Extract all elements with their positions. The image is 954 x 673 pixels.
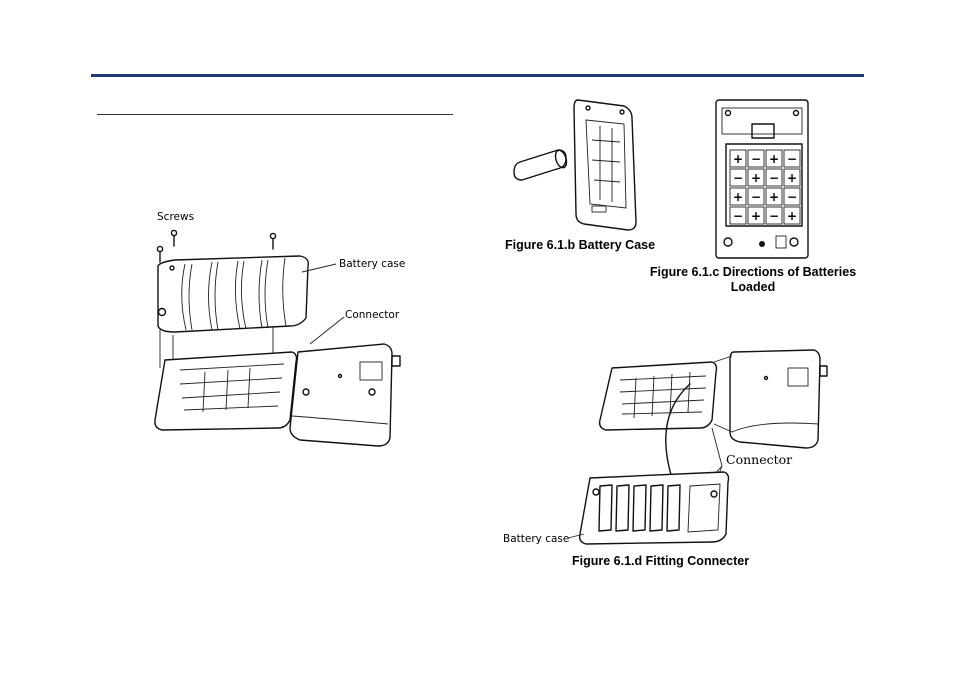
lower-tray-shape [580, 472, 729, 544]
upper-unit-shape [714, 350, 827, 448]
fig-d-battery-case-label: Battery case [503, 533, 569, 545]
fig-d-connector-label: Connector [726, 452, 792, 467]
upper-tray-shape [600, 362, 717, 430]
figure-d-caption: Figure 6.1.d Fitting Connecter [572, 554, 749, 568]
